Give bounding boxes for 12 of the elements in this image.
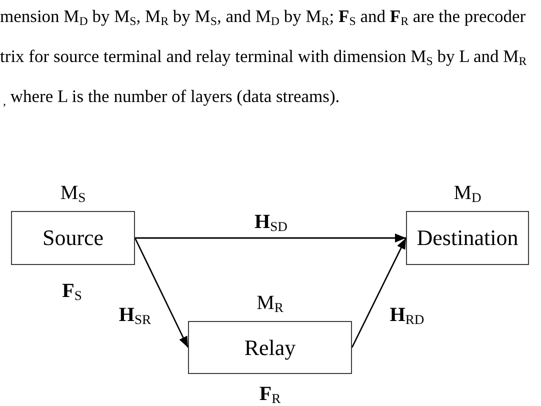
arrow: [351, 238, 407, 348]
node-label: Source: [42, 225, 104, 251]
paragraph-line: $_{,}$ where L is the number of layers (data streams).: [3, 86, 340, 107]
dimension-label: M$_{S}$: [60, 181, 86, 205]
paragraph-line: mension M$_{D}$ by M$_{S}$, M$_{R}$ by M$_{S}$, and M$_{D}$ by M$_{R}$; F$_{S}$ and F$_{R}$ are the precoder: [0, 6, 526, 27]
dimension-label: M$_{R}$: [256, 291, 284, 315]
node-label: Relay: [244, 334, 296, 360]
arrow: [134, 238, 189, 348]
paragraph-line: trix for source terminal and relay terminal with dimension M$_{S}$ by L and M$_{R}$: [0, 46, 527, 67]
arrow: [135, 234, 406, 242]
dimension-label: M$_{D}$: [454, 181, 482, 205]
node-label: Destination: [416, 225, 518, 251]
